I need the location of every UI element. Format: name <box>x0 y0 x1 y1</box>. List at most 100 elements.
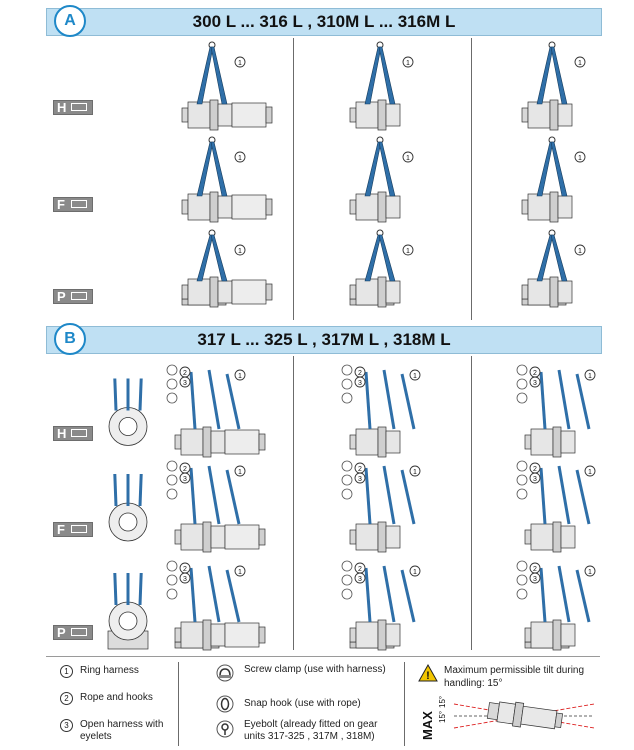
b-unit-h-3-attach-0 <box>516 364 528 376</box>
b-unit-p-2-shaft <box>349 627 357 643</box>
mount-badge-b-p: P <box>53 625 93 640</box>
b-unit-f-3-shaft <box>524 529 532 545</box>
b-unit-f-2-callout-2: 2 <box>354 462 366 474</box>
a-unit-h-2-callout-1-text: 1 <box>406 60 410 67</box>
a-unit-f-3-callout-1: 1 <box>574 151 586 163</box>
a-unit-p-1 <box>181 276 273 308</box>
a-unit-h-1-callout-1-text: 1 <box>238 60 242 67</box>
b-unit-p-1-callout-2: 2 <box>179 562 191 574</box>
b-unit-f-2-rope-left <box>364 467 372 525</box>
b-unit-p-2-attach-0 <box>341 560 353 572</box>
a-unit-h-1-fan <box>265 106 273 124</box>
b-endview-f <box>108 473 148 542</box>
b-unit-f-1-callout-1: 1 <box>234 465 246 477</box>
a-unit-f-1-sling-strap-right <box>210 141 228 197</box>
b-endview-h <box>108 378 148 446</box>
b-endview-p-strap-0 <box>113 572 118 606</box>
a-unit-h-2-sling-strap-right <box>378 46 396 105</box>
b-unit-f-1-callout-3-circle <box>179 472 191 484</box>
b-unit-p-1-shaft <box>174 627 182 643</box>
b-unit-p-3-stage2 <box>560 623 576 647</box>
b-unit-p-3-callout-3: 3 <box>529 572 541 584</box>
b-unit-h-1-callout-1: 1 <box>234 369 246 381</box>
b-unit-f-2-stage2 <box>385 525 401 549</box>
snap-hook-icon <box>216 695 234 713</box>
b-unit-f-3-stage2 <box>560 525 576 549</box>
b-unit-f-2-slings <box>341 460 416 525</box>
b-unit-p-3-callout-1-text: 1 <box>588 569 592 576</box>
a-unit-h-2-sling <box>364 41 396 105</box>
b-unit-f-1-stage1 <box>180 523 204 551</box>
a-unit-p-3-sling <box>536 229 568 282</box>
b-unit-f-1-callout-2: 2 <box>179 462 191 474</box>
b-unit-p-1-rope-far <box>225 569 241 623</box>
a-unit-p-2-callout-1-circle <box>402 244 414 256</box>
b-unit-h-3-rope-left <box>539 371 547 430</box>
b-unit-p-1-fan <box>258 626 266 644</box>
b-unit-h-3-shaft <box>524 434 532 450</box>
b-unit-h-1-shaft <box>174 434 182 450</box>
b-unit-h-3-slings <box>516 364 591 430</box>
screw-clamp-icon <box>216 664 234 682</box>
b-unit-p-2-callout-2: 2 <box>354 562 366 574</box>
a-unit-f-1-callout-1-circle <box>234 151 246 163</box>
b-unit-p-1-attach-2 <box>166 588 178 600</box>
legend-divider-2 <box>404 662 405 746</box>
b-unit-h-2-callout-1-text: 1 <box>413 373 417 380</box>
b-unit-h-2-callout-2: 2 <box>354 366 366 378</box>
a-unit-f-2-sling <box>364 136 396 197</box>
b-unit-f-3-attach-0 <box>516 460 528 472</box>
a-unit-f-2 <box>349 191 401 223</box>
b-unit-f-3-attach-1 <box>516 474 528 486</box>
b-unit-h-1-rope-right <box>207 369 221 430</box>
b-unit-f-3 <box>524 521 576 553</box>
b-endview-h-strap-2 <box>138 378 143 411</box>
legend-num-1: 1 <box>60 665 73 678</box>
b-unit-p-1-motor <box>224 622 260 648</box>
b-unit-f-3-attach-2 <box>516 488 528 500</box>
b-endview-f-hub <box>118 512 138 532</box>
a-unit-f-1-callout-1-text: 1 <box>238 155 242 162</box>
b-unit-f-3-stage1 <box>530 523 554 551</box>
divider-a-1 <box>293 38 294 320</box>
a-unit-h-1 <box>181 99 273 131</box>
a-unit-h-1-sling-strap-right <box>210 46 228 105</box>
b-unit-p-3-rope-left <box>539 567 547 623</box>
b-unit-p-3-flange <box>552 619 562 651</box>
b-endview-f-strap-0 <box>113 473 118 507</box>
b-unit-p-1 <box>174 619 266 651</box>
b-unit-h-1-stage2 <box>210 430 226 454</box>
mount-badge-a-h: H <box>53 100 93 115</box>
eyebolt-icon <box>216 720 234 738</box>
b-unit-f-1-callout-2-text: 2 <box>183 466 187 473</box>
b-unit-h-3-callout-3-text: 3 <box>533 380 537 387</box>
b-unit-f-3-slings <box>516 460 591 525</box>
a-unit-p-1-sling <box>196 229 228 282</box>
b-unit-p-3-attach-0 <box>516 560 528 572</box>
a-unit-p-1-callout-1-text: 1 <box>238 248 242 255</box>
b-unit-p-2-stage1 <box>355 621 379 649</box>
b-unit-f-1-callout-3: 3 <box>179 472 191 484</box>
b-unit-p-2-stage2 <box>385 623 401 647</box>
b-unit-p-3-callout-3-circle <box>529 572 541 584</box>
a-unit-p-1-fan <box>265 283 273 301</box>
b-unit-f-2 <box>349 521 401 553</box>
b-endview-h-hub <box>118 417 138 436</box>
b-unit-h-3-callout-2: 2 <box>529 366 541 378</box>
a-unit-h-3-sling-strap-right <box>550 46 568 105</box>
section-b-badge: B <box>54 323 86 355</box>
b-unit-f-1-fan <box>258 528 266 546</box>
legend-separator <box>46 656 600 657</box>
b-unit-f-1-slings <box>166 460 241 525</box>
b-unit-h-1-callout-3-circle <box>179 376 191 388</box>
b-endview-p-strap-2 <box>138 572 143 606</box>
a-unit-f-2-callout-1-circle <box>402 151 414 163</box>
b-unit-h-1-rope-left <box>189 371 197 430</box>
b-unit-p-1-stage2 <box>210 623 226 647</box>
legend-num-3: 3 <box>60 719 73 732</box>
b-unit-f-2-flange <box>377 521 387 553</box>
a-unit-f-3-sling-strap-right <box>550 141 568 197</box>
a-unit-h-1-callout-1-circle <box>234 56 246 68</box>
legend-rope-hooks: Rope and hooks <box>80 692 153 703</box>
a-unit-p-3-sling-strap-right <box>550 234 568 282</box>
